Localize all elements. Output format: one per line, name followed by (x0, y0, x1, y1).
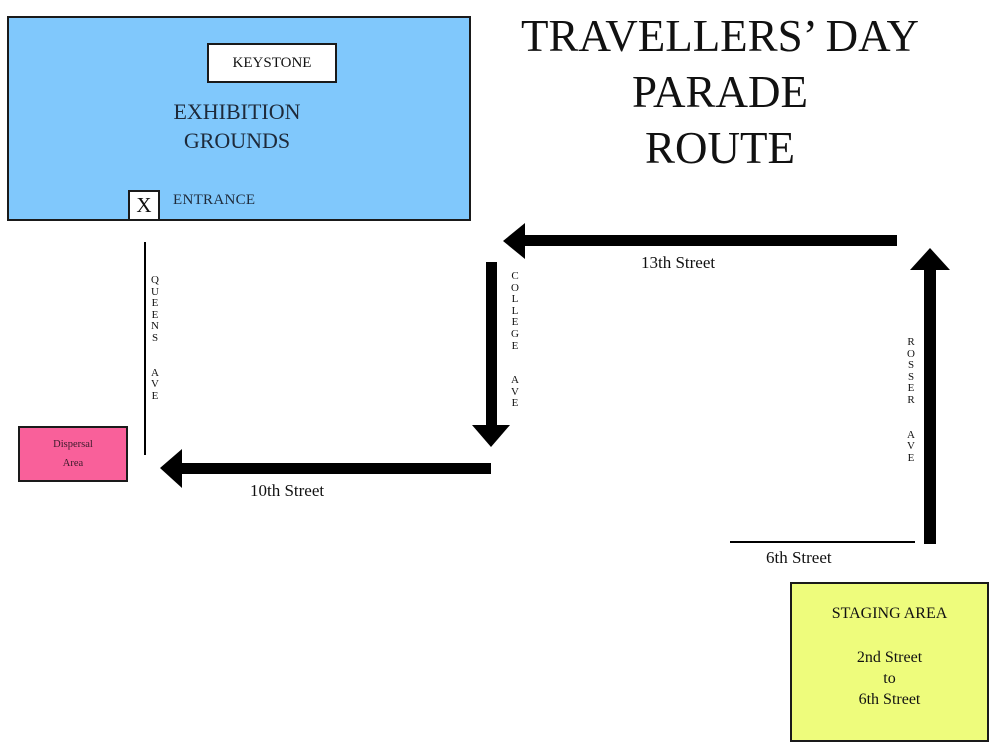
vertical-label-letter: E (907, 451, 915, 464)
vertical-label-letter: A (511, 374, 519, 387)
vertical-label-letter: S (151, 331, 159, 344)
dispersal-area: Dispersal Area (18, 426, 128, 482)
vertical-label-letter: E (151, 389, 159, 402)
staging-range-line-3: 6th Street (858, 691, 921, 708)
tenth-street-arrow-icon (160, 449, 491, 488)
vertical-label-letter: A (907, 428, 915, 441)
staging-area-title: STAGING AREA (831, 605, 948, 622)
keystone-label: KEYSTONE (232, 54, 312, 71)
entrance-label: ENTRANCE (173, 192, 256, 208)
title-line-1: TRAVELLERS’ DAY (521, 11, 919, 61)
staging-range-line-1: 2nd Street (856, 649, 923, 666)
vertical-label-letter: V (907, 440, 915, 453)
exhibition-label-line-2: GROUNDS (183, 128, 291, 153)
vertical-label-letter: E (511, 316, 519, 329)
title-line-3: ROUTE (645, 123, 795, 173)
entrance-marker: X (128, 190, 160, 221)
dispersal-line-2: Area (62, 458, 84, 469)
tenth-street-label: 10th Street (250, 481, 325, 500)
entrance-x-icon: X (136, 193, 152, 217)
vertical-label-letter: E (511, 397, 519, 410)
sixth-street-label: 6th Street (766, 548, 832, 567)
keystone-building: KEYSTONE (207, 43, 337, 83)
vertical-label-letter: L (511, 293, 519, 306)
rosser-ave-arrow-icon (910, 248, 950, 544)
vertical-label-letter (508, 352, 522, 375)
staging-area: STAGING AREA 2nd Street to 6th Street (790, 582, 989, 742)
vertical-label-letter: O (511, 281, 519, 294)
vertical-label-letter: S (907, 359, 915, 372)
vertical-label-letter: L (511, 304, 519, 317)
thirteenth-street-arrow-icon (503, 223, 897, 259)
vertical-label-letter: O (907, 347, 915, 360)
exhibition-label-line-1: EXHIBITION (173, 99, 301, 124)
vertical-label-letter: E (511, 339, 519, 352)
vertical-label-letter (904, 407, 918, 430)
vertical-label-letter: R (907, 336, 915, 348)
thirteenth-street-label: 13th Street (641, 253, 716, 272)
map-title: TRAVELLERS’ DAY PARADE ROUTE (505, 8, 935, 176)
exhibition-grounds-label: EXHIBITION GROUNDS (130, 97, 344, 155)
vertical-label-letter: U (151, 285, 159, 298)
vertical-label-letter: A (151, 366, 159, 379)
vertical-label-letter: S (907, 370, 915, 383)
dispersal-line-1: Dispersal (53, 439, 93, 450)
vertical-label-letter: G (511, 327, 519, 340)
vertical-label-letter: Q (151, 274, 159, 286)
staging-range-line-2: to (883, 670, 896, 687)
vertical-label-letter (148, 345, 162, 368)
vertical-label-letter: R (907, 393, 915, 406)
vertical-label-letter: E (907, 382, 915, 395)
vertical-label-letter: V (511, 385, 519, 398)
vertical-label-letter: C (511, 270, 519, 282)
title-line-2: PARADE (632, 67, 808, 117)
college-ave-arrow-icon (472, 262, 510, 447)
staging-area-range: 2nd Street to 6th Street (792, 647, 987, 710)
vertical-label-letter: E (151, 308, 159, 321)
vertical-label-letter: E (151, 297, 159, 310)
vertical-label-letter: V (151, 378, 159, 391)
vertical-label-letter: N (151, 320, 159, 333)
